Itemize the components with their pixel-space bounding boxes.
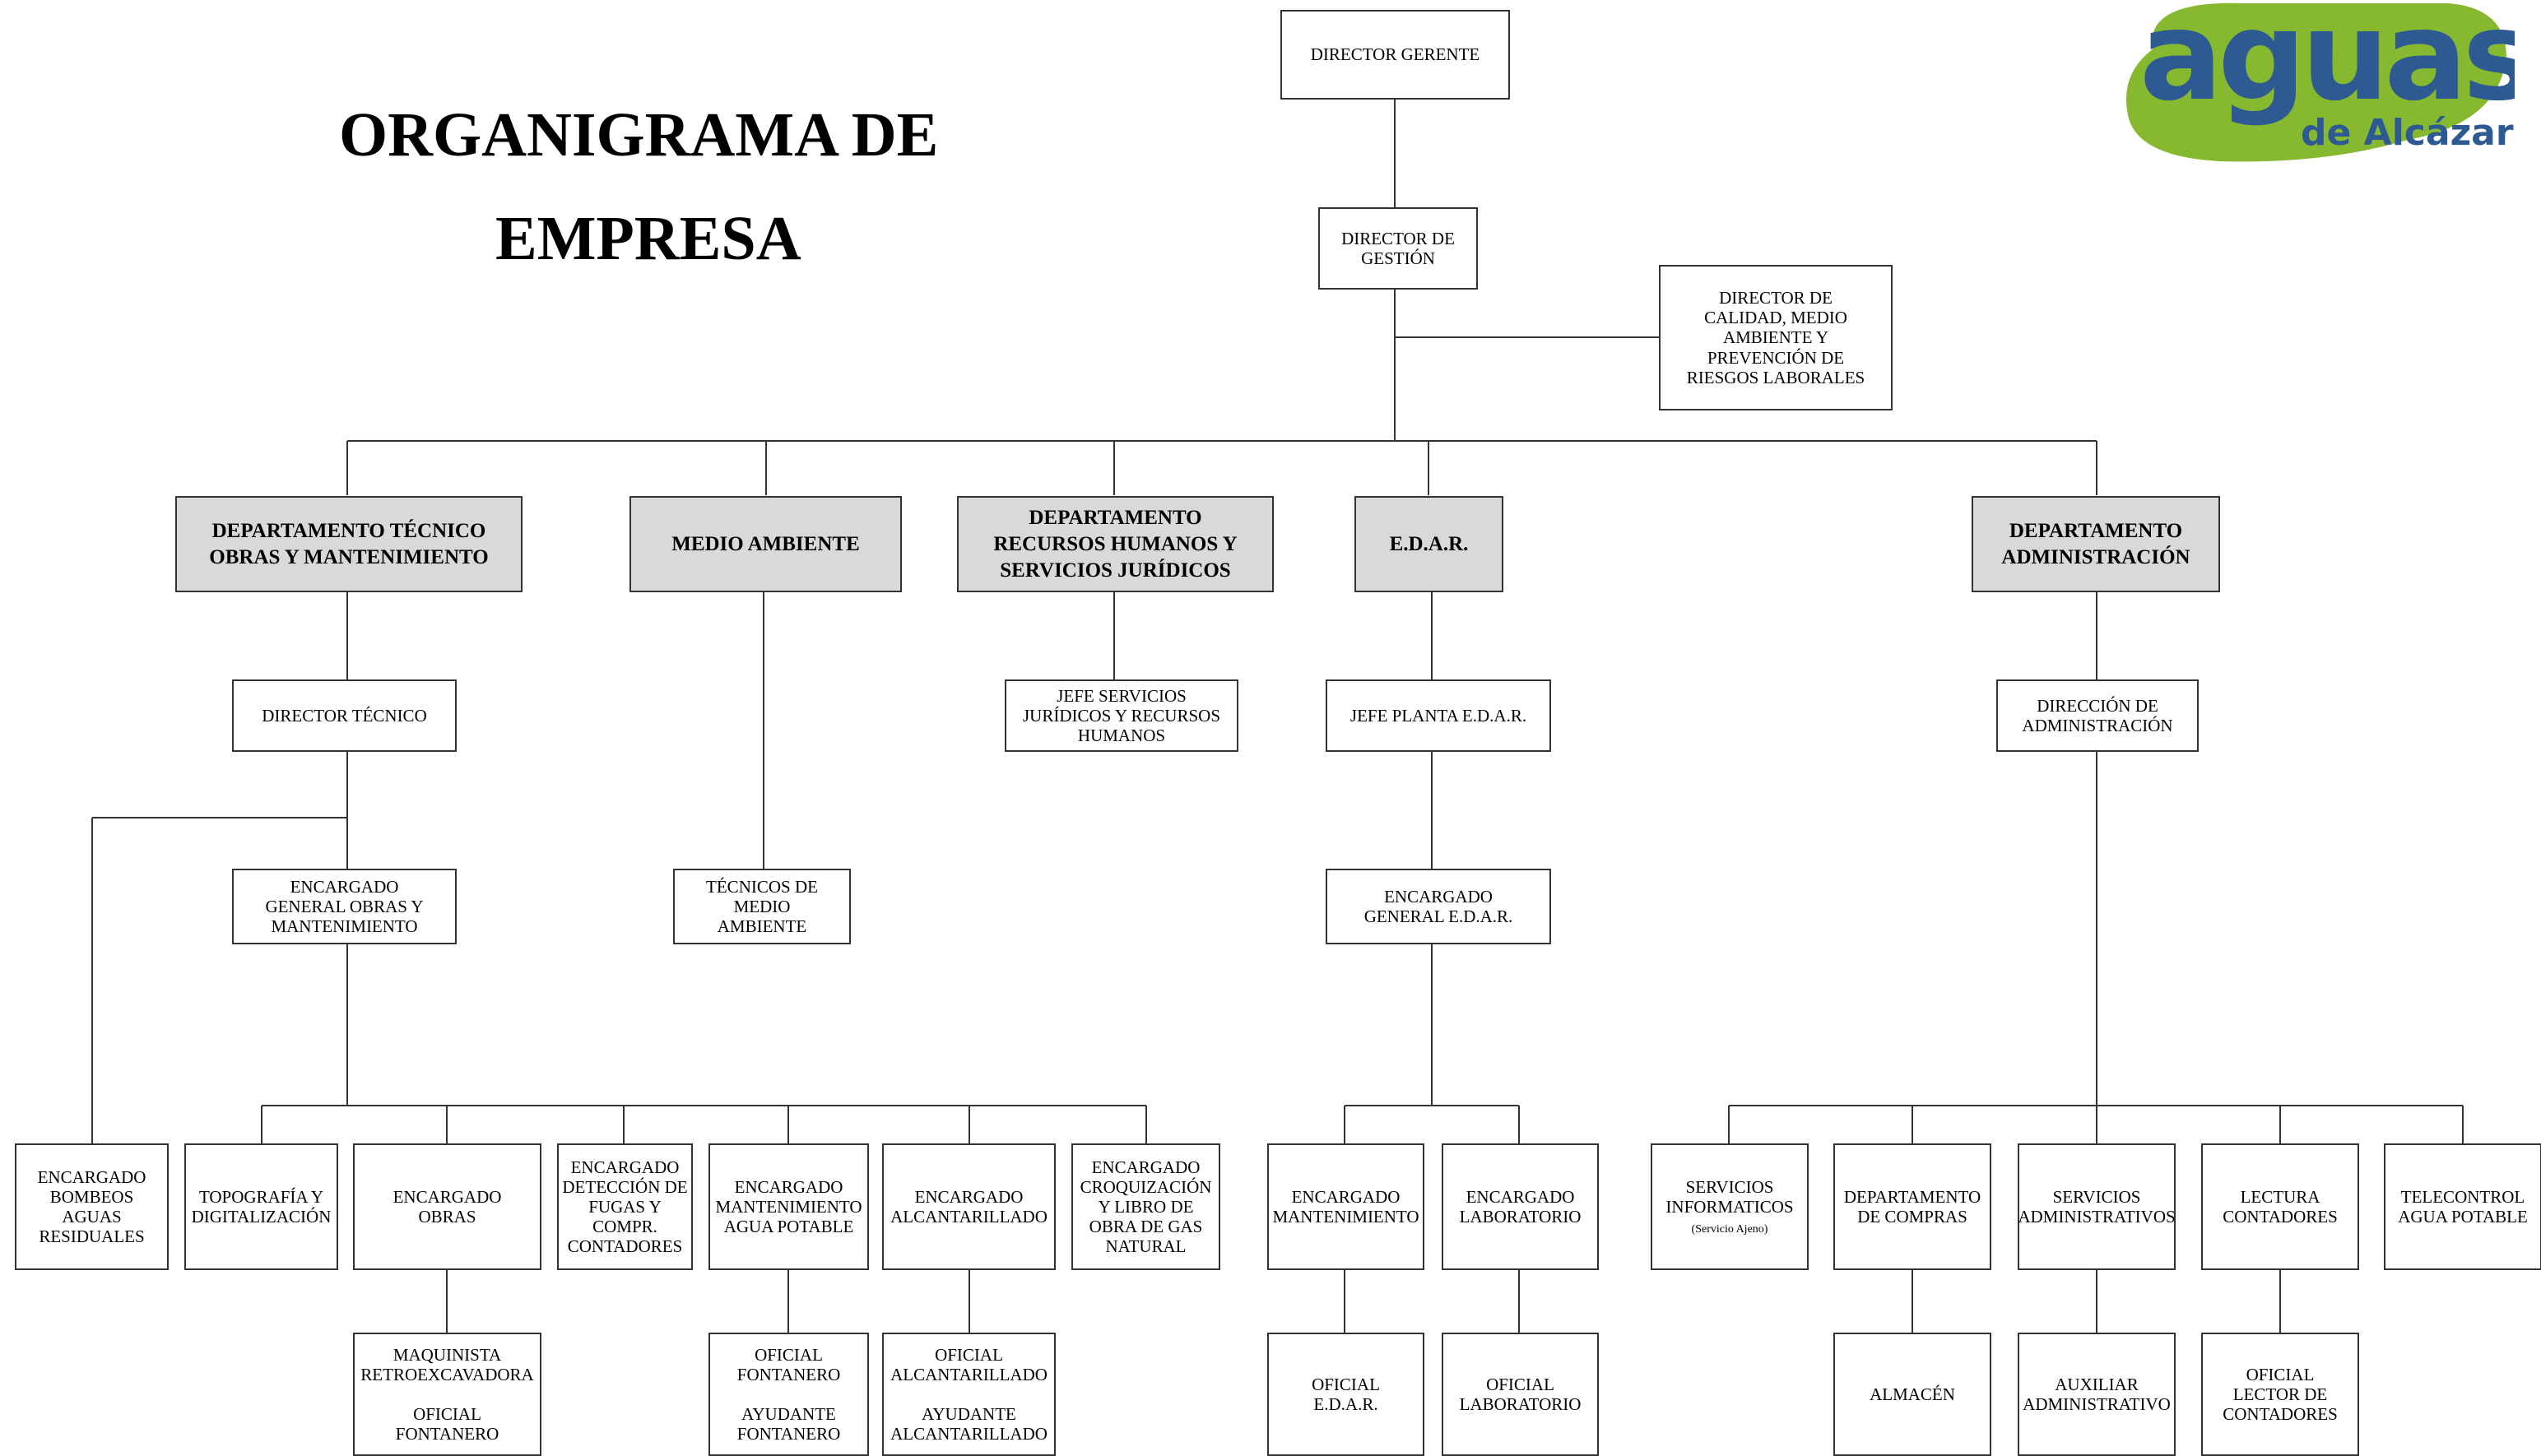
page-title-line2: EMPRESA <box>495 204 801 273</box>
oficial-laboratorio-box: OFICIAL LABORATORIO <box>1442 1333 1599 1456</box>
dept-medio-ambiente-box: MEDIO AMBIENTE <box>629 496 902 592</box>
ayudante-alcantarillado-label: AYUDANTE ALCANTARILLADO <box>890 1404 1048 1444</box>
page-title-line1: ORGANIGRAMA DE <box>339 100 939 169</box>
jefe-servicios-juridicos-box: JEFE SERVICIOS JURÍDICOS Y RECURSOS HUMA… <box>1005 679 1238 752</box>
encargado-obras-box: ENCARGADO OBRAS <box>353 1143 541 1270</box>
svg-text:de Alcázar: de Alcázar <box>2301 112 2514 154</box>
encargado-general-edar-box: ENCARGADO GENERAL E.D.A.R. <box>1326 869 1551 944</box>
servicios-administrativos-box: SERVICIOS ADMINISTRATIVOS <box>2018 1143 2176 1270</box>
director-calidad-box: DIRECTOR DE CALIDAD, MEDIO AMBIENTE Y PR… <box>1659 265 1893 410</box>
encargado-croquizacion-box: ENCARGADO CROQUIZACIÓN Y LIBRO DE OBRA D… <box>1071 1143 1220 1270</box>
director-tecnico-box: DIRECTOR TÉCNICO <box>232 679 457 752</box>
direccion-administracion-box: DIRECCIÓN DE ADMINISTRACIÓN <box>1996 679 2199 752</box>
servicios-informaticos-label: SERVICIOS INFORMATICOS <box>1665 1176 1794 1217</box>
oficial-fontanero-label: OFICIAL FONTANERO <box>736 1344 841 1384</box>
alcantarillado-staff-box: OFICIAL ALCANTARILLADO AYUDANTE ALCANTAR… <box>882 1333 1056 1456</box>
departamento-compras-box: DEPARTAMENTO DE COMPRAS <box>1833 1143 1991 1270</box>
dept-tecnico-box: DEPARTAMENTO TÉCNICO OBRAS Y MANTENIMIEN… <box>175 496 523 592</box>
dept-rrhh-box: DEPARTAMENTO RECURSOS HUMANOS Y SERVICIO… <box>957 496 1274 592</box>
servicio-ajeno-note: (Servicio Ajeno) <box>1691 1223 1768 1236</box>
jefe-planta-edar-box: JEFE PLANTA E.D.A.R. <box>1326 679 1551 752</box>
aguas-de-alcazar-logo: aguas de Alcázar <box>2126 0 2515 162</box>
oficial-edar-box: OFICIAL E.D.A.R. <box>1267 1333 1424 1456</box>
encargado-mantenimiento-agua-box: ENCARGADO MANTENIMIENTO AGUA POTABLE <box>708 1143 869 1270</box>
oficial-lector-box: OFICIAL LECTOR DE CONTADORES <box>2201 1333 2359 1456</box>
ayudante-fontanero-label: AYUDANTE FONTANERO <box>736 1404 841 1444</box>
servicios-informaticos-box: SERVICIOS INFORMATICOS (Servicio Ajeno) <box>1651 1143 1809 1270</box>
encargado-mantenimiento-edar-box: ENCARGADO MANTENIMIENTO <box>1267 1143 1424 1270</box>
mantenimiento-staff-box: OFICIAL FONTANERO AYUDANTE FONTANERO <box>708 1333 869 1456</box>
oficial-alcantarillado-label: OFICIAL ALCANTARILLADO <box>890 1344 1048 1384</box>
telecontrol-box: TELECONTROL AGUA POTABLE <box>2384 1143 2541 1270</box>
maquinista-label: MAQUINISTA RETROEXCAVADORA <box>360 1344 534 1384</box>
encargado-bombeos-box: ENCARGADO BOMBEOS AGUAS RESIDUALES <box>15 1143 169 1270</box>
director-gestion-box: DIRECTOR DE GESTIÓN <box>1318 207 1478 290</box>
encargado-fugas-box: ENCARGADO DETECCIÓN DE FUGAS Y COMPR. CO… <box>557 1143 693 1270</box>
dept-edar-box: E.D.A.R. <box>1354 496 1503 592</box>
svg-text:aguas: aguas <box>2139 0 2515 128</box>
director-gerente-box: DIRECTOR GERENTE <box>1280 10 1510 100</box>
dept-administracion-box: DEPARTAMENTO ADMINISTRACIÓN <box>1972 496 2220 592</box>
tecnicos-medio-ambiente-box: TÉCNICOS DE MEDIO AMBIENTE <box>673 869 851 944</box>
auxiliar-administrativo-box: AUXILIAR ADMINISTRATIVO <box>2018 1333 2176 1456</box>
encargado-general-obras-box: ENCARGADO GENERAL OBRAS Y MANTENIMIENTO <box>232 869 457 944</box>
lectura-contadores-box: LECTURA CONTADORES <box>2201 1143 2359 1270</box>
encargado-alcantarillado-box: ENCARGADO ALCANTARILLADO <box>882 1143 1056 1270</box>
topografia-box: TOPOGRAFÍA Y DIGITALIZACIÓN <box>184 1143 338 1270</box>
obras-staff-box: MAQUINISTA RETROEXCAVADORA OFICIAL FONTA… <box>353 1333 541 1456</box>
encargado-laboratorio-box: ENCARGADO LABORATORIO <box>1442 1143 1599 1270</box>
oficial-fontanero-label: OFICIAL FONTANERO <box>395 1404 499 1444</box>
almacen-box: ALMACÉN <box>1833 1333 1991 1456</box>
